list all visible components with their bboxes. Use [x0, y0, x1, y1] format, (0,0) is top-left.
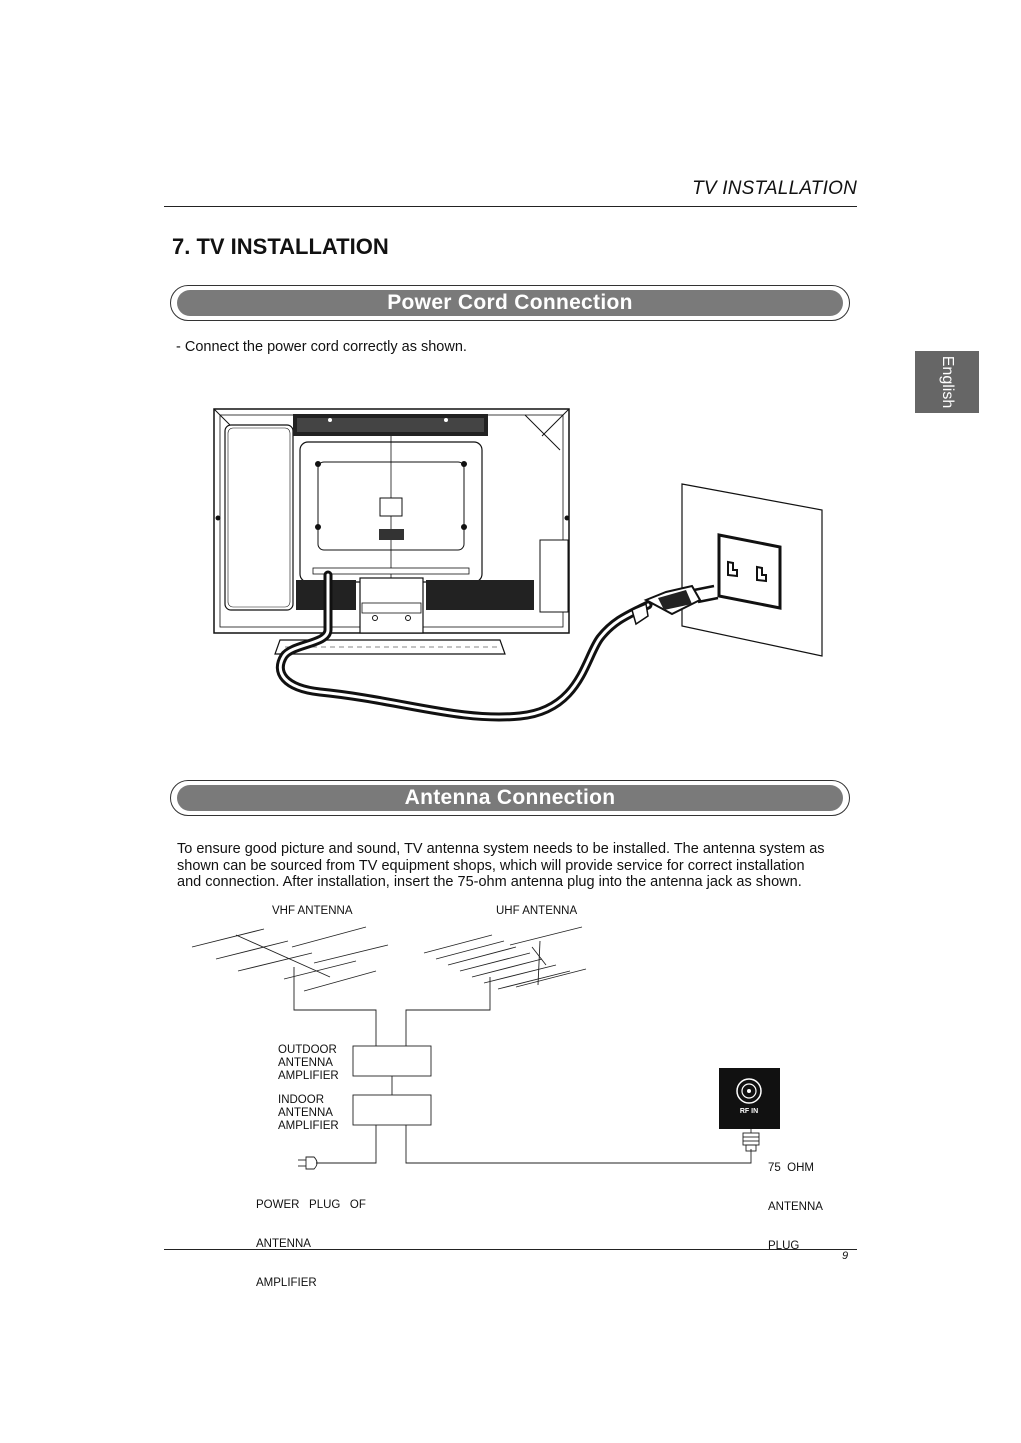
outdoor-amplifier-label: OUTDOOR ANTENNA AMPLIFIER — [278, 1044, 339, 1083]
ohm-plug-label-line: ANTENNA — [768, 1201, 823, 1213]
vhf-antenna-label: VHF ANTENNA — [272, 905, 353, 917]
indoor-amplifier-label: INDOOR ANTENNA AMPLIFIER — [278, 1094, 339, 1133]
indoor-amplifier-label-line: ANTENNA — [278, 1107, 333, 1119]
ohm-plug-label-line: 75 OHM — [768, 1162, 815, 1174]
indoor-amplifier-label-line: AMPLIFIER — [278, 1120, 339, 1132]
outdoor-amplifier-label-line: ANTENNA — [278, 1057, 333, 1069]
footer-rule — [164, 1249, 857, 1250]
antenna-paragraph-line: shown can be sourced from TV equipment s… — [177, 857, 805, 874]
antenna-banner: Antenna Connection — [170, 780, 850, 816]
outdoor-amplifier-label-line: OUTDOOR — [278, 1044, 337, 1056]
power-cord-illustration — [213, 408, 823, 722]
ohm-plug-label: 75 OHM ANTENNA PLUG — [768, 1136, 823, 1266]
outdoor-amplifier-label-line: AMPLIFIER — [278, 1070, 339, 1082]
power-plug-label-line: ANTENNA — [256, 1238, 311, 1250]
power-plug-label-line: POWER PLUG OF — [256, 1199, 366, 1211]
header-rule — [164, 206, 857, 207]
indoor-amplifier-label-line: INDOOR — [278, 1094, 324, 1106]
power-plug-label: POWER PLUG OF ANTENNA AMPLIFIER — [256, 1173, 366, 1303]
power-plug-label-line: AMPLIFIER — [256, 1277, 317, 1289]
power-cord-banner: Power Cord Connection — [170, 285, 850, 321]
page-number: 9 — [842, 1250, 849, 1262]
antenna-paragraph-line: To ensure good picture and sound, TV ant… — [177, 841, 825, 857]
language-tab-label: English — [939, 355, 956, 409]
language-tab: English — [915, 351, 979, 413]
power-instruction: - Connect the power cord correctly as sh… — [176, 339, 467, 355]
power-cord-banner-title: Power Cord Connection — [177, 290, 843, 316]
antenna-paragraph-line: and connection. After installation, inse… — [177, 874, 802, 890]
rf-in-label: RF IN — [740, 1108, 758, 1115]
running-header: TV INSTALLATION — [692, 178, 857, 199]
antenna-paragraph: To ensure good picture and sound, TV ant… — [177, 841, 847, 891]
antenna-banner-title: Antenna Connection — [177, 785, 843, 811]
ohm-plug-label-line: PLUG — [768, 1240, 800, 1252]
uhf-antenna-label: UHF ANTENNA — [496, 905, 578, 917]
section-title: 7. TV INSTALLATION — [172, 234, 389, 259]
antenna-diagram: RF IN — [191, 926, 780, 1170]
